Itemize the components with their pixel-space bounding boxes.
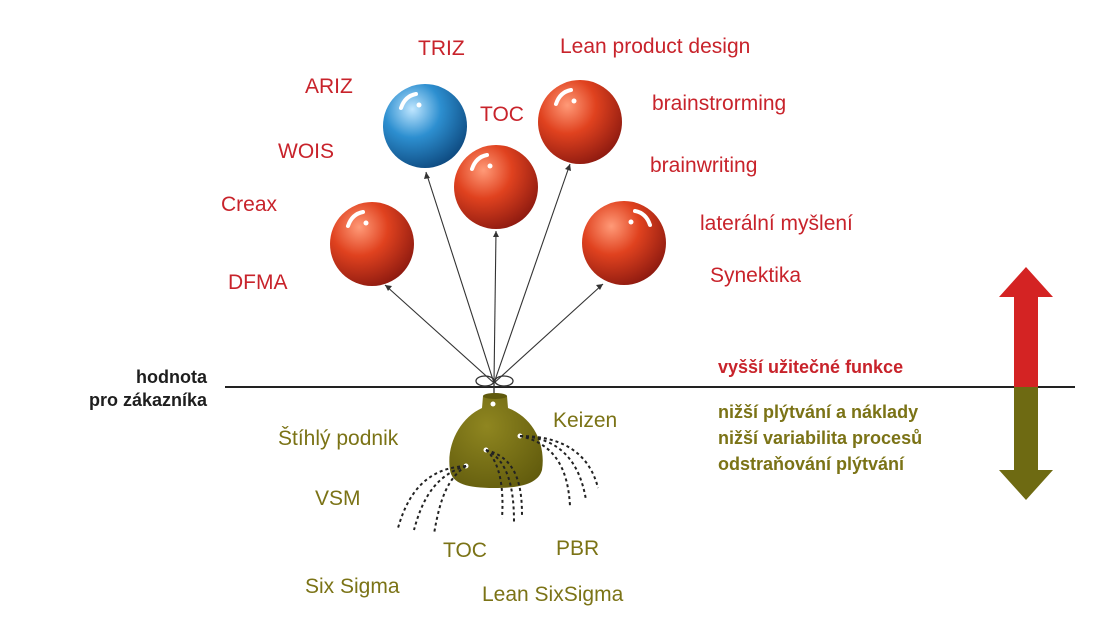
method-label: DFMA (228, 271, 288, 294)
method-label: ARIZ (305, 75, 353, 98)
down-effect-label: nižší variabilita procesů (718, 428, 923, 448)
axis-title-line2: pro zákazníka (88, 389, 207, 410)
string-arrowheads (385, 164, 603, 291)
balloon-icon (330, 202, 414, 286)
down-effect-label: nižší plýtvání a náklady (718, 402, 919, 422)
method-label: Six Sigma (305, 575, 400, 598)
bow-knot (475, 375, 514, 396)
method-label: Synektika (710, 264, 802, 287)
method-label: laterální myšlení (700, 212, 853, 235)
balloon-icon (383, 84, 467, 168)
method-label: TRIZ (418, 37, 465, 60)
balloon-icon (582, 201, 666, 285)
method-label: VSM (315, 487, 361, 510)
method-label: WOIS (278, 140, 334, 163)
leak-streams (397, 435, 599, 535)
sandbag-icon (449, 393, 543, 488)
method-label: TOC (480, 103, 524, 126)
method-label: Creax (221, 193, 278, 216)
method-label: PBR (556, 537, 600, 560)
up-effect-label: vyšší užitečné funkce (718, 357, 904, 377)
method-label: Lean SixSigma (482, 583, 624, 606)
method-label: TOC (443, 539, 487, 562)
method-label: Keizen (553, 409, 618, 432)
axis-title-line1: hodnota (136, 367, 207, 387)
balloon-icon (538, 80, 622, 164)
down-effect-label: odstraňování plýtvání (718, 454, 905, 474)
balloon-icon (454, 145, 538, 229)
axis-title: hodnota pro zákazníka (89, 366, 207, 411)
double-arrow-icon (999, 267, 1053, 500)
method-label: brainstrorming (652, 92, 787, 115)
method-label: Lean product design (560, 35, 751, 58)
method-label: brainwriting (650, 154, 758, 177)
balloon-strings (384, 163, 604, 384)
method-label: Štíhlý podnik (278, 427, 399, 450)
